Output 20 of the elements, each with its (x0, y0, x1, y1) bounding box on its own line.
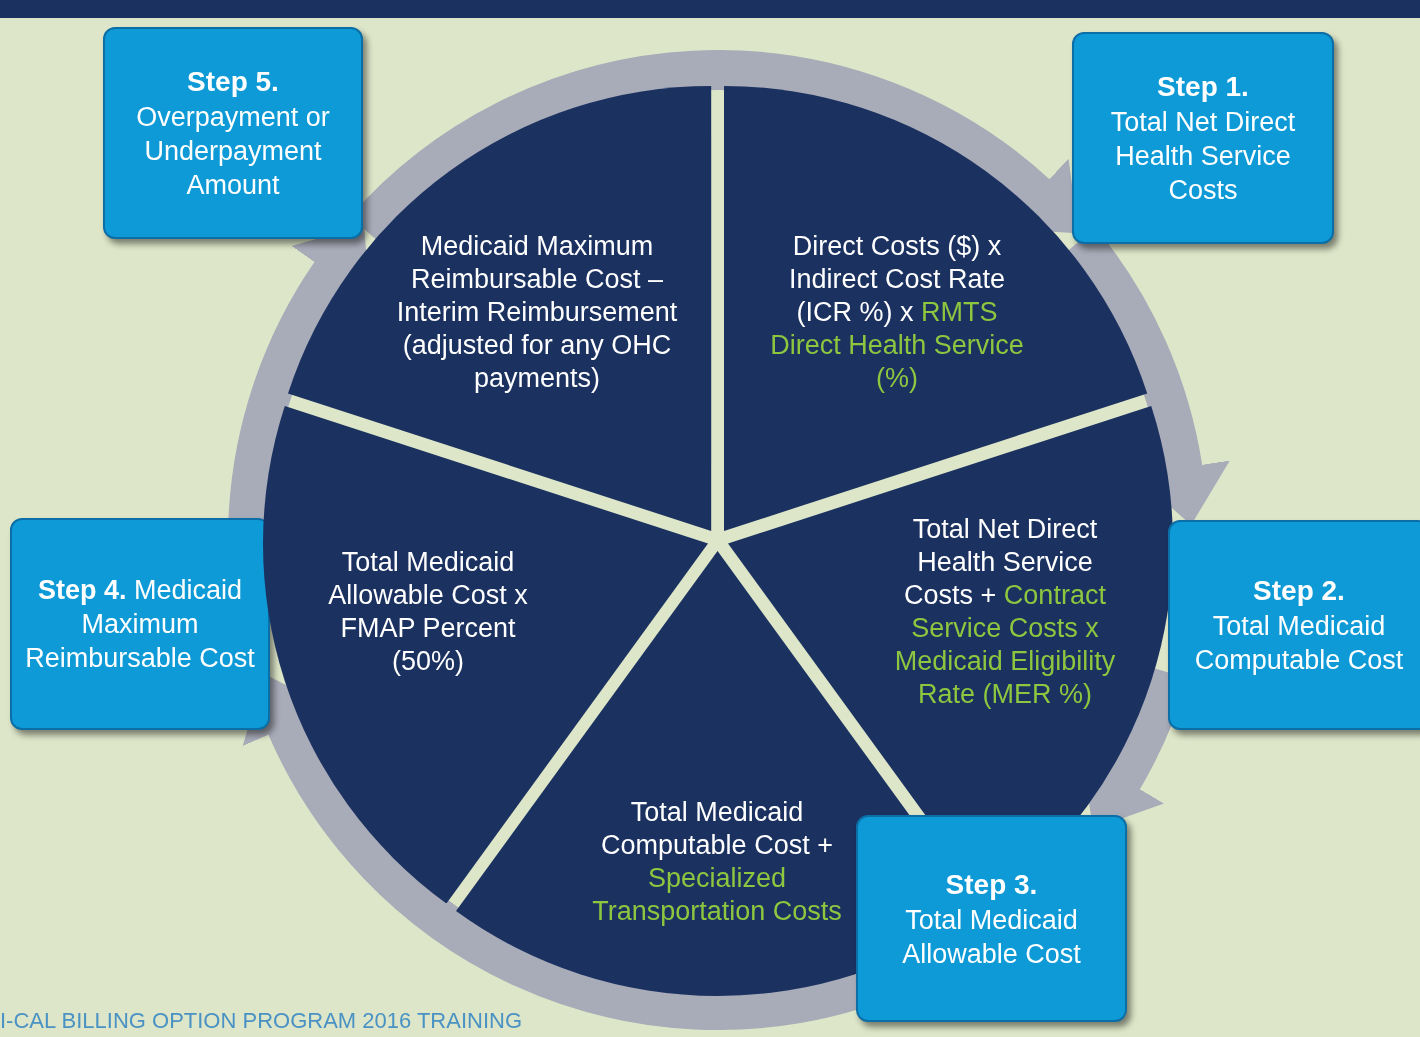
wedge-text: Total Medicaid Computable Cost + Specialized Transportation Costs (591, 796, 843, 928)
step-heading: Step 3. (945, 867, 1038, 902)
step-description: Total Net Direct Health Service Costs (1109, 106, 1297, 207)
step-box (1168, 520, 1420, 730)
step-description: Total Medicaid Computable Cost (1193, 610, 1405, 677)
step-heading: Step 5. (187, 65, 279, 99)
footer-text: I-CAL BILLING OPTION PROGRAM 2016 TRAINING (0, 1007, 523, 1035)
step-heading: Step 1. (1157, 70, 1249, 104)
step-text: Step 4. Medicaid Maximum Reimbursable Cost (24, 574, 256, 675)
step-box (10, 518, 270, 730)
step-box (1072, 32, 1334, 244)
wedge-text: Medicaid Maximum Reimbursable Cost – Interim Reimbursement (adjusted for any OHC payments) (395, 229, 679, 395)
step-heading: Step 2. (1253, 574, 1345, 608)
wedge-text: Total Medicaid Allowable Cost x FMAP Percent (50%) (327, 546, 529, 678)
wedge-text: Direct Costs ($) x Indirect Cost Rate (ICR %) x RMTS Direct Health Service (%) (769, 229, 1025, 395)
step-description: Overpayment or Underpayment Amount (135, 101, 331, 202)
step-box (103, 27, 363, 239)
step-box (856, 815, 1127, 1022)
step-description: Total Medicaid Allowable Cost (901, 903, 1082, 971)
wedge-text: Total Net Direct Health Service Costs + Contract Service Costs x Medicaid Eligibility Rate (MER %) (893, 513, 1117, 711)
